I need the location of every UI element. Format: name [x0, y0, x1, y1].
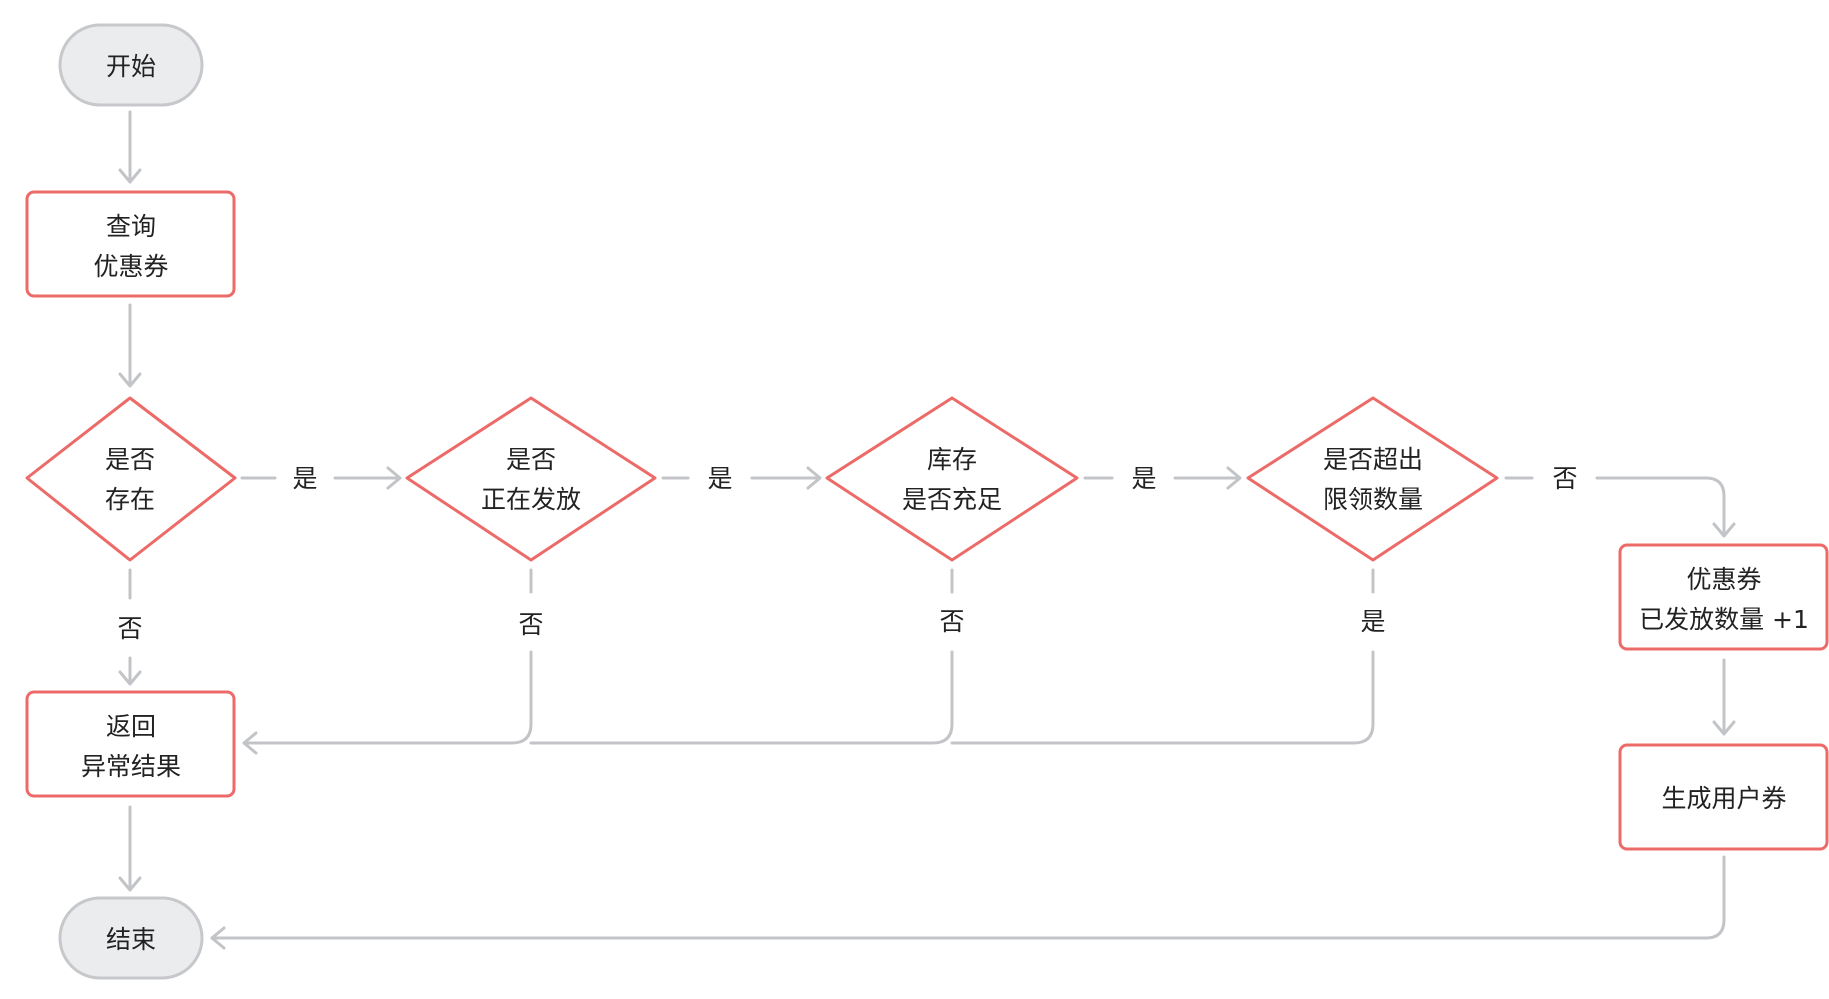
edge-label-issuing-yes: 是 — [707, 464, 732, 493]
connectors — [118, 110, 1736, 950]
return-error-line-1: 返回 — [106, 712, 156, 741]
stock-decision: 库存 是否充足 — [825, 396, 1079, 562]
arrowhead — [118, 670, 142, 686]
over-limit-decision: 是否超出 限领数量 — [1246, 396, 1499, 562]
query-coupon-line-2: 优惠券 — [93, 252, 168, 281]
arrowhead — [242, 731, 258, 755]
issuing-decision: 是否 正在发放 — [405, 396, 657, 562]
edge-label-stock-no: 否 — [939, 607, 964, 636]
query-coupon-node: 查询 优惠券 — [25, 190, 236, 298]
edge-labels: 是 是 是 否 否 否 否 是 — [117, 464, 1577, 643]
edge-label-exists-no: 否 — [117, 614, 142, 643]
start-node-label: 开始 — [106, 52, 156, 81]
stock-line-2: 是否充足 — [902, 485, 1002, 514]
edge-label-stock-yes: 是 — [1131, 464, 1156, 493]
arrowhead — [210, 926, 226, 950]
start-node: 开始 — [58, 23, 204, 107]
increment-issued-node: 优惠券 已发放数量 +1 — [1618, 543, 1829, 651]
edge-overlimit-increment-b — [1595, 476, 1726, 536]
edge-create-end — [210, 855, 1726, 940]
increment-line-1: 优惠券 — [1686, 565, 1761, 594]
end-node-label: 结束 — [106, 925, 156, 954]
return-error-line-2: 异常结果 — [81, 752, 181, 781]
increment-line-2: 已发放数量 +1 — [1639, 605, 1809, 634]
query-coupon-line-1: 查询 — [106, 212, 156, 241]
edge-label-overlimit-no: 否 — [1552, 464, 1577, 493]
arrowhead — [118, 876, 142, 892]
create-user-coupon-node: 生成用户券 — [1618, 743, 1829, 851]
arrowhead — [1712, 522, 1736, 538]
edge-overlimit-error-b — [950, 650, 1375, 745]
edge-label-overlimit-yes: 是 — [1360, 607, 1385, 636]
arrowhead — [1226, 466, 1242, 490]
edge-label-issuing-no: 否 — [518, 610, 543, 639]
arrowhead — [1712, 720, 1736, 736]
arrowhead — [118, 168, 142, 184]
edge-label-exists-yes: 是 — [292, 464, 317, 493]
edge-stock-error-b — [529, 650, 954, 745]
exists-line-1: 是否 — [105, 445, 155, 474]
arrowhead — [806, 466, 822, 490]
over-limit-line-1: 是否超出 — [1323, 445, 1423, 474]
exists-decision: 是否 存在 — [25, 396, 237, 562]
arrowhead — [118, 372, 142, 388]
edge-issuing-error-b — [242, 650, 533, 745]
end-node: 结束 — [58, 896, 204, 980]
stock-line-1: 库存 — [927, 445, 977, 474]
create-user-coupon-label: 生成用户券 — [1661, 784, 1786, 813]
issuing-line-1: 是否 — [506, 445, 556, 474]
arrowhead — [386, 466, 402, 490]
exists-line-2: 存在 — [105, 485, 155, 514]
over-limit-line-2: 限领数量 — [1323, 485, 1423, 514]
issuing-line-2: 正在发放 — [481, 485, 581, 514]
return-error-node: 返回 异常结果 — [25, 690, 236, 798]
